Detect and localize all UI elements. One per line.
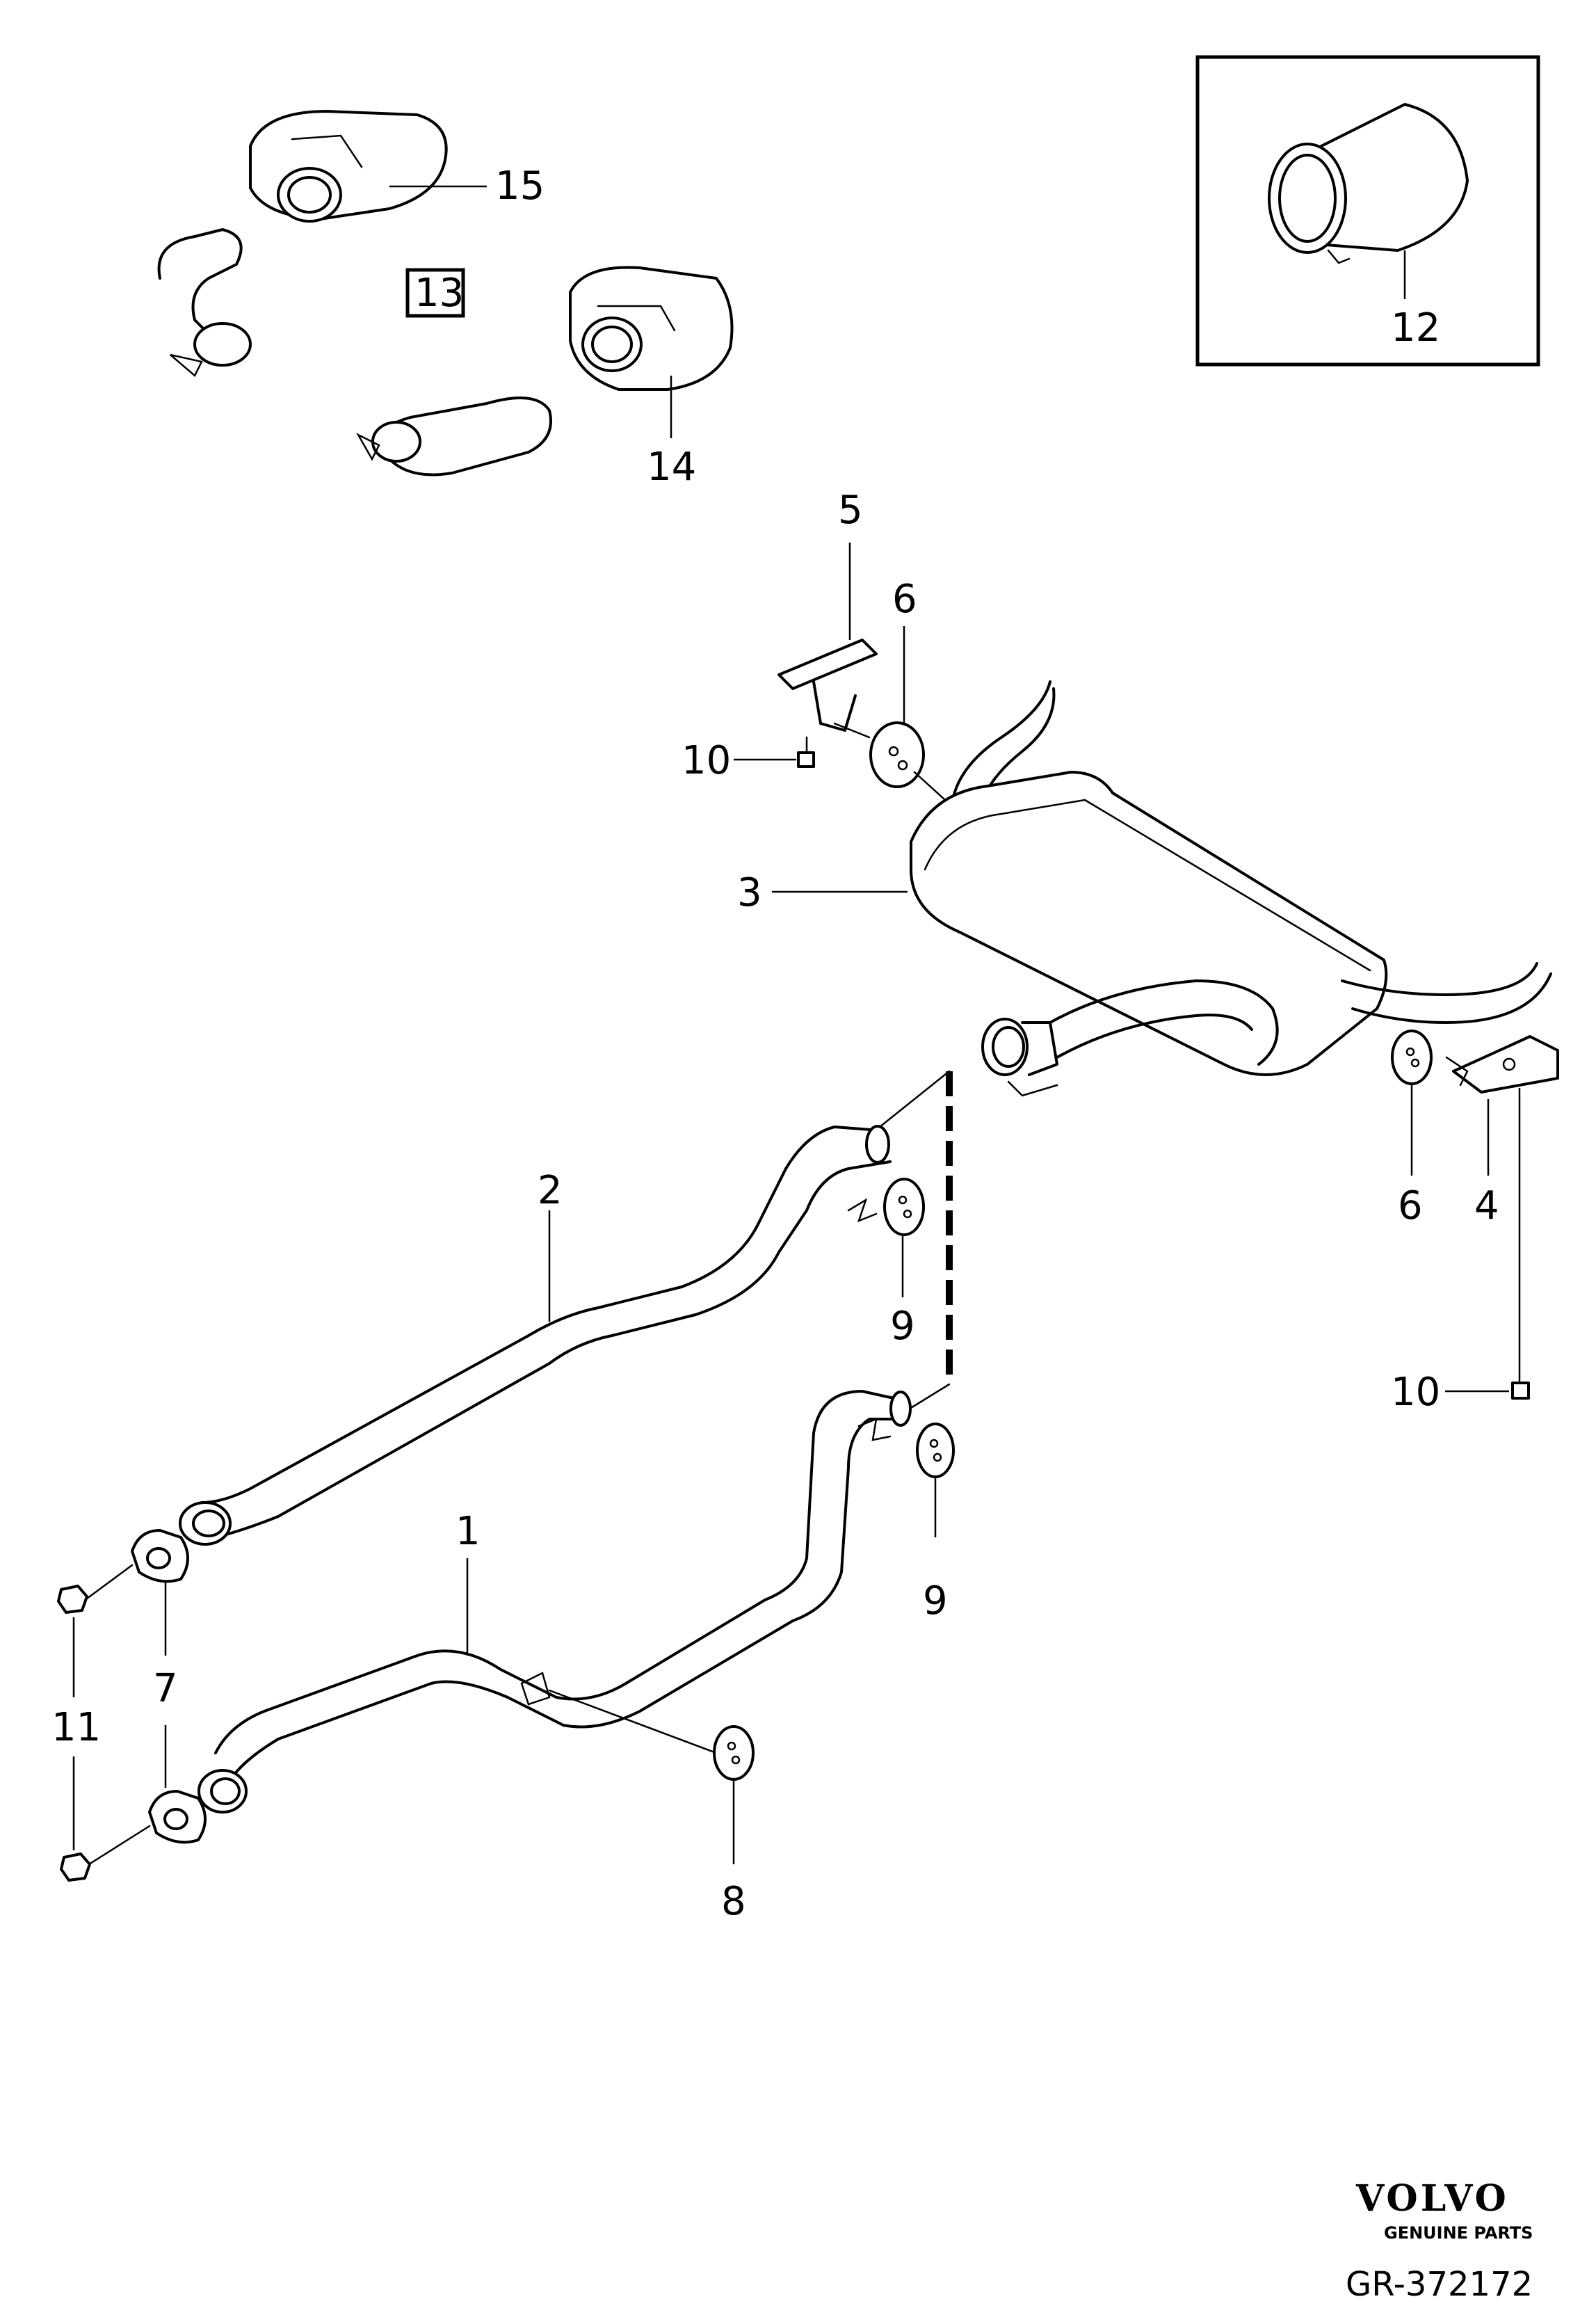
callout-7: 7 xyxy=(153,1666,178,1711)
callout-10-right: 10 xyxy=(1391,1370,1440,1415)
part-2-intermediate-pipe: 2 xyxy=(179,1125,892,1546)
callout-13: 13 xyxy=(414,271,464,316)
callout-11: 11 xyxy=(51,1705,101,1750)
part-14-tailpipe-trim: 14 xyxy=(569,266,734,490)
part-11-nuts: 11 xyxy=(51,1564,151,1882)
part-9-rubber-mount-lower: 9 xyxy=(916,1423,955,1624)
callout-15: 15 xyxy=(495,163,545,209)
part-13-connection-pipes: 13 xyxy=(157,228,552,477)
brand-tagline: GENUINE PARTS xyxy=(1384,2223,1533,2243)
inset-box-part-12: 12 xyxy=(1195,55,1540,367)
callout-8: 8 xyxy=(721,1879,746,1924)
part-10-bolt-top: 10 xyxy=(682,736,815,783)
diagram-code: GR-372172 xyxy=(1346,2265,1533,2304)
callout-9-lower: 9 xyxy=(923,1578,948,1624)
callout-10-top: 10 xyxy=(682,738,731,783)
part-3-rear-muffler: 3 xyxy=(737,680,1552,1097)
callout-3: 3 xyxy=(737,870,762,915)
callout-2: 2 xyxy=(538,1168,563,1213)
callout-6-top: 6 xyxy=(892,577,917,622)
callout-6-right: 6 xyxy=(1398,1183,1423,1228)
part-1-front-pipe: 1 xyxy=(198,1390,912,1813)
footer-branding: VOLVO GENUINE PARTS GR-372172 xyxy=(1346,2177,1533,2304)
part-5-hanger-bracket: 5 xyxy=(777,488,878,739)
callout-12: 12 xyxy=(1391,305,1440,351)
part-7-flange-gaskets: 7 xyxy=(131,1529,207,1844)
callout-4: 4 xyxy=(1474,1183,1499,1228)
part-15-tailpipe-trim: 15 xyxy=(249,110,545,223)
part-10-bolt-right: 10 xyxy=(1391,1087,1530,1415)
brand-logo-text: VOLVO xyxy=(1355,2177,1509,2220)
part-6-rubber-mount-top: 6 xyxy=(869,577,954,808)
callout-14: 14 xyxy=(647,445,696,490)
callout-1: 1 xyxy=(456,1509,481,1554)
callout-5: 5 xyxy=(838,488,863,533)
callout-9-upper: 9 xyxy=(890,1304,915,1349)
part-9-rubber-mount-upper: 9 xyxy=(883,1178,925,1349)
part-6-rubber-mount-right: 6 xyxy=(1391,1030,1433,1228)
part-4-hanger-bracket: 4 xyxy=(1445,1035,1559,1228)
part-8-rubber-mount: 8 xyxy=(548,1689,755,1924)
